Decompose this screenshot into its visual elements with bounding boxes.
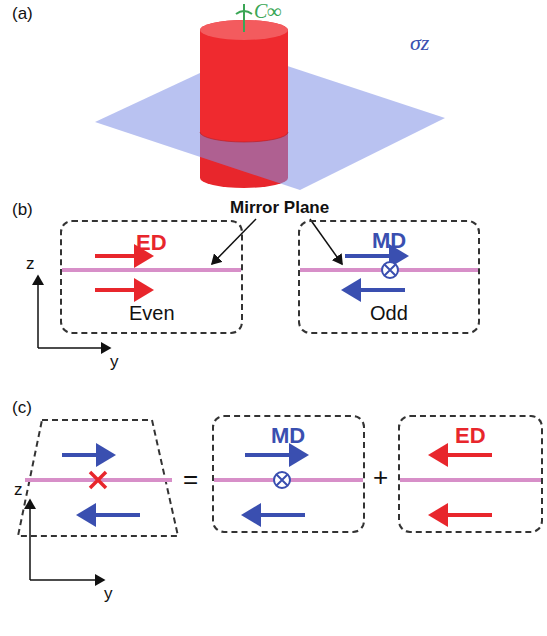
- panel-label: (b): [12, 200, 33, 220]
- panel-b-drawing: [38, 219, 478, 348]
- panel-label: (c): [12, 398, 32, 418]
- mirror-plane-label: Mirror Plane: [230, 198, 329, 218]
- mirror-symbol: σz: [410, 30, 429, 55]
- dipole-label: MD: [271, 423, 305, 448]
- dashed-box: MD: [212, 415, 365, 533]
- cylinder-upper: [200, 20, 288, 142]
- operator-symbol: =: [183, 465, 198, 495]
- axis-label: y: [110, 352, 119, 372]
- dashed-box: ED: [398, 415, 543, 533]
- axis-label: y: [104, 584, 113, 604]
- panel-label: (a): [12, 4, 33, 24]
- dipole-label: ED: [455, 423, 486, 448]
- symmetry-axis-label: C∞: [254, 0, 282, 23]
- panel-c-drawing: [18, 420, 541, 580]
- parity-label: Even: [129, 302, 175, 325]
- axis-label: z: [14, 480, 23, 500]
- dashed-box: ED Even: [60, 220, 243, 334]
- dipole-label: MD: [372, 228, 406, 253]
- rotation-axis: [236, 4, 252, 32]
- axis-label: z: [26, 254, 35, 274]
- operator-symbol: +: [373, 463, 388, 493]
- parity-label: Odd: [370, 302, 408, 325]
- dipole-label: ED: [136, 230, 167, 255]
- dashed-box: MD Odd: [298, 220, 480, 334]
